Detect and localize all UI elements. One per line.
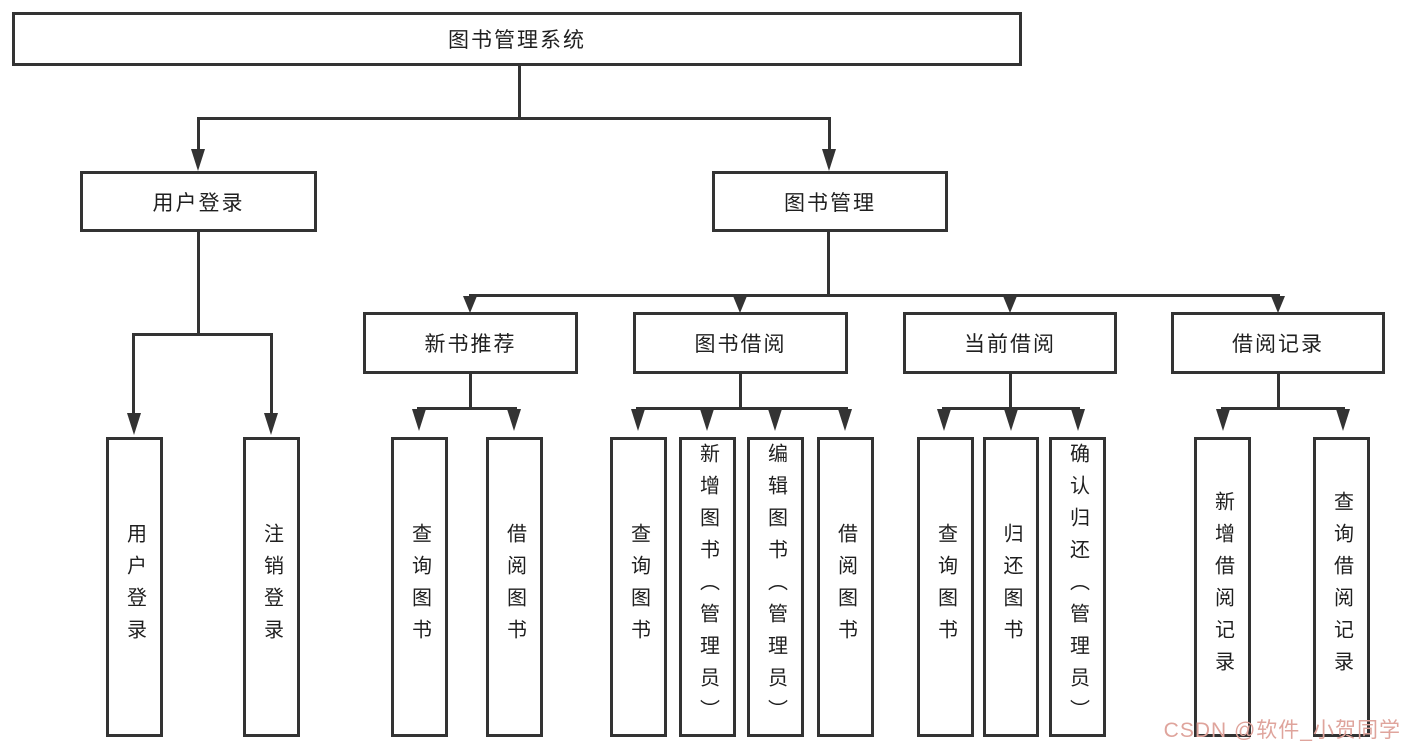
arrow-down-icon (127, 413, 141, 435)
node-book-management: 图书管理 (712, 171, 948, 232)
node-label: 新书推荐 (424, 333, 517, 356)
arrow-down-icon (191, 149, 205, 171)
node-label: 图书借阅 (694, 333, 787, 356)
leaf-label: 新增图书（管理员） (696, 443, 719, 731)
connector-line (1221, 407, 1345, 410)
leaf-borrow-book: 借阅图书 (486, 437, 543, 737)
arrow-down-icon (768, 409, 782, 431)
connector-line (636, 407, 848, 410)
leaf-add-borrow-record: 新增借阅记录 (1194, 437, 1251, 737)
connector-line (197, 117, 200, 152)
leaf-confirm-return-admin: 确认归还（管理员） (1049, 437, 1106, 737)
arrow-down-icon (507, 409, 521, 431)
node-borrow-records: 借阅记录 (1171, 312, 1385, 374)
node-book-borrow: 图书借阅 (633, 312, 848, 374)
leaf-label: 注销登录 (260, 523, 283, 651)
node-label: 用户登录 (152, 191, 245, 215)
leaf-query-book: 查询图书 (610, 437, 667, 737)
arrow-down-icon (631, 409, 645, 431)
leaf-add-book-admin: 新增图书（管理员） (679, 437, 736, 737)
leaf-label: 查询图书 (627, 523, 650, 651)
leaf-user-login: 用户登录 (106, 437, 163, 737)
arrow-down-icon (1004, 409, 1018, 431)
connector-line (132, 333, 135, 415)
arrow-down-icon (264, 413, 278, 435)
connector-line (1277, 373, 1280, 410)
connector-line (197, 231, 200, 336)
leaf-label: 查询图书 (408, 523, 431, 651)
leaf-logout: 注销登录 (243, 437, 300, 737)
leaf-query-borrow-record: 查询借阅记录 (1313, 437, 1370, 737)
connector-line (739, 373, 742, 410)
arrow-down-icon (937, 409, 951, 431)
arrow-down-icon (700, 409, 714, 431)
node-current-borrow: 当前借阅 (903, 312, 1117, 374)
arrow-down-icon (1003, 296, 1017, 313)
leaf-label: 归还图书 (1000, 523, 1022, 651)
leaf-label: 查询图书 (934, 523, 957, 651)
connector-line (417, 407, 517, 410)
node-label: 图书管理系统 (448, 29, 586, 52)
arrow-down-icon (838, 409, 852, 431)
leaf-query-book: 查询图书 (391, 437, 448, 737)
arrow-down-icon (1271, 296, 1285, 313)
arrow-down-icon (1216, 409, 1230, 431)
connector-line (197, 117, 831, 120)
arrow-down-icon (463, 296, 477, 313)
connector-line (270, 333, 273, 415)
leaf-borrow-book: 借阅图书 (817, 437, 874, 737)
leaf-edit-book-admin: 编辑图书（管理员） (747, 437, 804, 737)
node-user-login-branch: 用户登录 (80, 171, 317, 232)
arrow-down-icon (1071, 409, 1085, 431)
leaf-label: 确认归还（管理员） (1066, 443, 1089, 731)
connector-line (1009, 373, 1012, 410)
leaf-label: 借阅图书 (503, 523, 526, 651)
arrow-down-icon (412, 409, 426, 431)
connector-line (469, 294, 1280, 297)
leaf-label: 查询借阅记录 (1330, 491, 1353, 683)
node-root-system: 图书管理系统 (12, 12, 1022, 66)
connector-line (518, 63, 521, 120)
node-label: 当前借阅 (964, 333, 1056, 356)
arrow-down-icon (733, 296, 747, 313)
connector-line (827, 231, 830, 297)
connector-line (942, 407, 1080, 410)
node-new-book-recommend: 新书推荐 (363, 312, 578, 374)
leaf-label: 新增借阅记录 (1211, 491, 1234, 683)
leaf-return-book: 归还图书 (983, 437, 1039, 737)
arrow-down-icon (1336, 409, 1350, 431)
connector-line (132, 333, 273, 336)
connector-line (469, 373, 472, 410)
connector-line (828, 117, 831, 152)
node-label: 借阅记录 (1232, 333, 1324, 356)
leaf-label: 借阅图书 (834, 523, 857, 651)
node-label: 图书管理 (784, 191, 876, 215)
csdn-watermark: CSDN @软件_小贺同学 (1163, 719, 1401, 742)
leaf-label: 编辑图书（管理员） (764, 443, 787, 731)
arrow-down-icon (822, 149, 836, 171)
leaf-label: 用户登录 (123, 523, 146, 651)
leaf-query-book: 查询图书 (917, 437, 974, 737)
